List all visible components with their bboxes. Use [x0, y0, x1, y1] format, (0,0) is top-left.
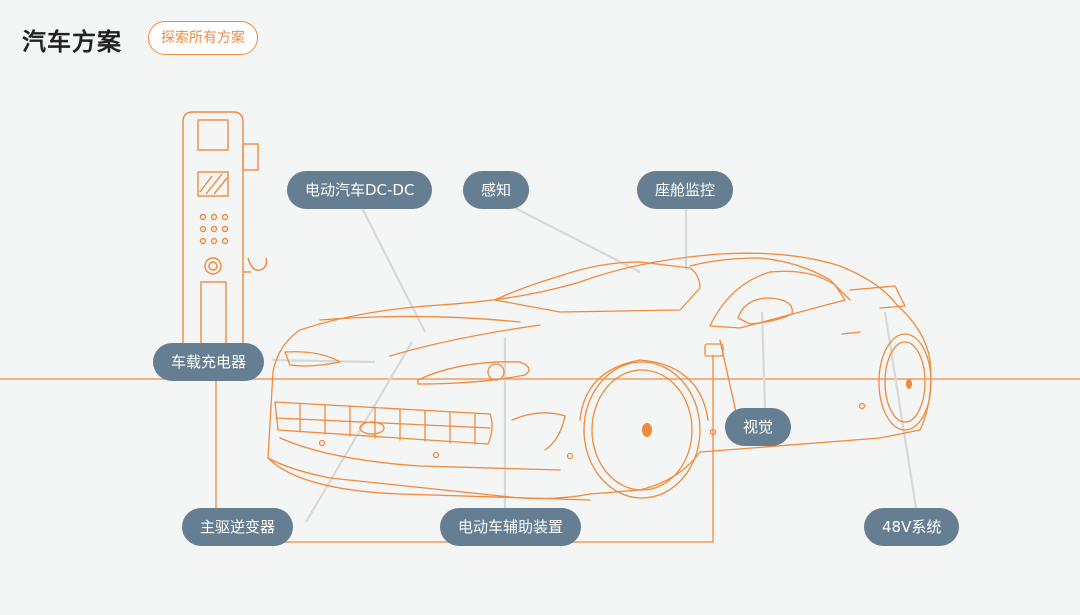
hotspot-ev-auxiliary[interactable]: 电动车辅助装置: [440, 508, 582, 546]
car-outline: [267, 252, 932, 501]
hotspot-cabin-monitoring[interactable]: 座舱监控: [637, 171, 734, 209]
hotspot-dcdc[interactable]: 电动汽车DC-DC: [287, 171, 433, 209]
leader-lines: [271, 207, 918, 523]
hotspot-48v-system[interactable]: 48V系统: [864, 508, 960, 546]
hotspot-traction-inverter[interactable]: 主驱逆变器: [182, 508, 294, 546]
rear-hubcap: [906, 379, 912, 389]
front-hubcap: [642, 423, 652, 437]
page-title: 汽车方案: [22, 28, 122, 56]
charging-station: [182, 111, 268, 360]
explore-all-solutions-button[interactable]: 探索所有方案: [148, 21, 258, 55]
hotspot-onboard-charger[interactable]: 车载充电器: [153, 343, 265, 381]
hotspot-vision[interactable]: 视觉: [725, 408, 792, 446]
hotspot-sensing[interactable]: 感知: [463, 171, 530, 209]
